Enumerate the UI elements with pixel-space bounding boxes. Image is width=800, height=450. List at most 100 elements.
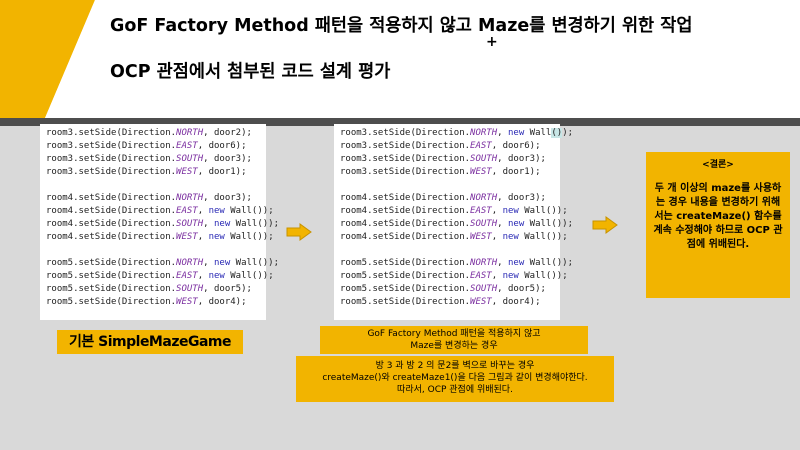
- code-constant: EAST: [176, 271, 198, 281]
- code-text: ,: [497, 219, 508, 229]
- code-text: Wall: [524, 128, 552, 138]
- code-line: room5.setSide(Direction.SOUTH, door5);: [46, 283, 260, 296]
- code-constant: SOUTH: [470, 284, 498, 294]
- label-desc-line-3: 따라서, OCP 관점에 위배된다.: [397, 385, 513, 395]
- arrow-right-icon: [286, 223, 312, 241]
- code-line: room4.setSide(Direction.WEST, new Wall()…: [46, 231, 274, 244]
- code-text: room3.setSide(Direction.: [340, 141, 471, 151]
- code-blank-line: [46, 244, 260, 257]
- code-line: room5.setSide(Direction.EAST, new Wall()…: [340, 270, 568, 283]
- code-text: ,: [491, 271, 503, 281]
- code-text: , door3);: [497, 154, 546, 164]
- code-text: );: [562, 128, 574, 138]
- code-text: room4.setSide(Direction.: [46, 193, 177, 203]
- code-keyword: new: [208, 271, 225, 281]
- code-text: , door5);: [497, 284, 546, 294]
- code-text: , door1);: [491, 167, 541, 177]
- code-line: room4.setSide(Direction.NORTH, door3);: [340, 192, 554, 205]
- code-line: room3.setSide(Direction.WEST, door1);: [46, 166, 260, 179]
- code-text: , door6);: [491, 141, 541, 151]
- code-text: , door4);: [197, 297, 247, 307]
- code-text: room3.setSide(Direction.: [46, 128, 177, 138]
- code-line: room3.setSide(Direction.SOUTH, door3);: [46, 153, 260, 166]
- code-text: room3.setSide(Direction.: [46, 154, 177, 164]
- code-text: room5.setSide(Direction.: [46, 271, 177, 281]
- code-text: , door5);: [203, 284, 252, 294]
- label-desc-line-1: 방 3 과 방 2 의 문2를 벽으로 바꾸는 경우: [375, 361, 535, 371]
- code-text: room4.setSide(Direction.: [340, 219, 471, 229]
- code-text: room5.setSide(Direction.: [340, 297, 471, 307]
- code-constant: WEST: [176, 232, 198, 242]
- title-line-1: GoF Factory Method 패턴을 적용하지 않고 Maze를 변경하…: [110, 16, 693, 36]
- code-text: room4.setSide(Direction.: [340, 193, 471, 203]
- title-line-2: OCP 관점에서 첨부된 코드 설계 평가: [110, 62, 391, 82]
- code-line: room3.setSide(Direction.NORTH, door2);: [46, 127, 260, 140]
- arrow-right-icon: [592, 216, 618, 234]
- code-keyword: new: [502, 206, 519, 216]
- code-constant: EAST: [470, 271, 492, 281]
- code-constant: NORTH: [470, 193, 498, 203]
- code-line: room5.setSide(Direction.WEST, door4);: [340, 296, 554, 309]
- code-line: room3.setSide(Direction.SOUTH, door3);: [340, 153, 554, 166]
- code-line: room4.setSide(Direction.WEST, new Wall()…: [340, 231, 568, 244]
- code-constant: NORTH: [470, 258, 498, 268]
- code-text: , door2);: [203, 128, 252, 138]
- code-text: room3.setSide(Direction.: [340, 128, 471, 138]
- code-text: room5.setSide(Direction.: [46, 297, 177, 307]
- code-line: room4.setSide(Direction.SOUTH, new Wall(…: [340, 218, 573, 231]
- code-text: room5.setSide(Direction.: [340, 271, 471, 281]
- code-text: Wall());: [524, 219, 574, 229]
- code-text: room3.setSide(Direction.: [340, 167, 471, 177]
- code-keyword: new: [213, 258, 231, 268]
- code-line: room4.setSide(Direction.EAST, new Wall()…: [46, 205, 274, 218]
- code-line: room3.setSide(Direction.EAST, door6);: [340, 140, 554, 153]
- code-text: room4.setSide(Direction.: [340, 206, 471, 216]
- conclusion-heading: <결론>: [702, 160, 734, 170]
- code-text: ,: [491, 232, 503, 242]
- code-text: room3.setSide(Direction.: [340, 154, 471, 164]
- conclusion-box: <결론> 두 개 이상의 maze를 사용하는 경우 내용을 변경하기 위해서는…: [646, 152, 790, 298]
- code-line: room5.setSide(Direction.SOUTH, door5);: [340, 283, 554, 296]
- code-line: room4.setSide(Direction.NORTH, door3);: [46, 192, 260, 205]
- code-constant: SOUTH: [176, 219, 204, 229]
- code-constant: WEST: [470, 232, 492, 242]
- code-text: room5.setSide(Direction.: [340, 284, 471, 294]
- code-text: Wall());: [518, 232, 568, 242]
- code-constant: NORTH: [176, 193, 204, 203]
- code-constant: WEST: [470, 167, 492, 177]
- code-constant: EAST: [470, 141, 492, 151]
- label-desc-line-2: createMaze()와 createMaze1()을 다음 그림과 같이 변…: [322, 373, 588, 383]
- code-text: , door3);: [497, 193, 546, 203]
- code-constant: EAST: [470, 206, 492, 216]
- code-text: room5.setSide(Direction.: [340, 258, 471, 268]
- code-constant: NORTH: [176, 128, 204, 138]
- code-keyword: new: [502, 271, 519, 281]
- code-text: room4.setSide(Direction.: [340, 232, 471, 242]
- code-line: room5.setSide(Direction.NORTH, new Wall(…: [340, 257, 573, 270]
- code-keyword: new: [507, 258, 525, 268]
- code-text: , door3);: [203, 193, 252, 203]
- code-text: Wall());: [224, 232, 274, 242]
- code-blank-line: [340, 244, 554, 257]
- code-text: ,: [197, 271, 209, 281]
- title-plus: +: [486, 34, 498, 50]
- code-line: room4.setSide(Direction.EAST, new Wall()…: [340, 205, 568, 218]
- code-text: room3.setSide(Direction.: [46, 167, 177, 177]
- code-line: room5.setSide(Direction.NORTH, new Wall(…: [46, 257, 279, 270]
- code-text: room3.setSide(Direction.: [46, 141, 177, 151]
- code-text: Wall());: [518, 271, 568, 281]
- code-constant: EAST: [176, 206, 198, 216]
- code-text: Wall());: [230, 258, 280, 268]
- code-constant: SOUTH: [176, 284, 204, 294]
- code-text: room4.setSide(Direction.: [46, 219, 177, 229]
- code-constant: WEST: [470, 297, 492, 307]
- code-text: ,: [203, 258, 214, 268]
- code-line: room3.setSide(Direction.EAST, door6);: [46, 140, 260, 153]
- header: [0, 0, 800, 118]
- code-keyword: new: [502, 232, 519, 242]
- code-text: room5.setSide(Direction.: [46, 258, 177, 268]
- code-constant: SOUTH: [176, 154, 204, 164]
- code-text: Wall());: [224, 206, 274, 216]
- header-decoration: [0, 0, 102, 118]
- code-text: Wall());: [524, 258, 574, 268]
